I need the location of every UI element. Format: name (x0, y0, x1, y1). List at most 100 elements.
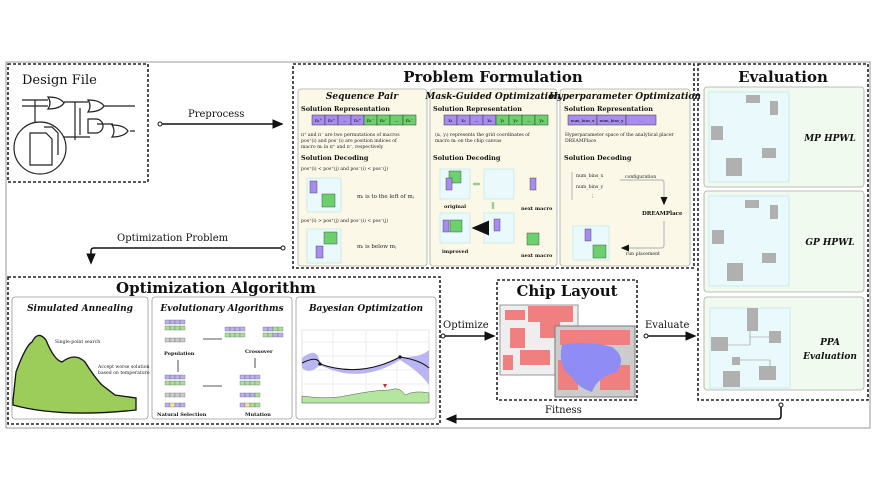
bo-observation (398, 355, 402, 359)
cell-label: π₁⁻ (367, 119, 375, 124)
hp-dec-heading: Solution Decoding (564, 154, 632, 162)
chromosome (164, 319, 186, 325)
sp-condition-2: pos⁺(i) > pos⁺(j) and pos⁻(i) < pos⁻(j) (301, 217, 388, 224)
optimization-problem-arrow (86, 247, 281, 265)
ea-title: Evolutionary Algorithms (159, 304, 283, 314)
chromosome (239, 392, 261, 398)
cell-label: ... (394, 119, 399, 124)
cell-label: x₂ (461, 119, 466, 124)
chip-layout-title: Chip Layout (516, 282, 617, 300)
sp-result-1: mᵢ is to the left of mⱼ (357, 194, 415, 200)
representation-cell: π₂⁻ (376, 114, 391, 126)
sp-rep-text: macro mᵢ in π⁺ and π⁻, respectively (301, 144, 384, 150)
bo-plot (301, 329, 430, 404)
chip-layout-box: Chip Layout (496, 279, 638, 401)
cell-label: πₙ⁻ (406, 119, 414, 124)
bo-next-point-marker (383, 384, 387, 388)
hp-param: ⋮ (590, 194, 595, 200)
macro-i (445, 177, 453, 191)
chromosome (164, 402, 186, 408)
cell-label: ... (474, 119, 479, 124)
sp-dec-heading: Solution Decoding (301, 154, 369, 162)
circuit-icon (13, 96, 135, 175)
ppa-macros (711, 308, 781, 387)
chromosome (239, 380, 261, 386)
optimization-algorithm-title: Optimization Algorithm (116, 279, 316, 297)
mg-next-macro-label: next macro (521, 206, 553, 212)
evaluate-arrow-start (643, 333, 649, 339)
optimize-arrow-start (440, 333, 446, 339)
representation-cell: ... (521, 114, 536, 126)
gp-hpwl-label: GP HPWL (805, 238, 854, 248)
bo-mean-curve (301, 356, 430, 371)
chromosome (239, 402, 261, 408)
mp-macros (711, 95, 778, 176)
mp-hpwl-label: MP HPWL (803, 134, 856, 144)
macro-j (449, 219, 463, 233)
sp-rep-text: pos⁺(i) and pos⁻(i) are position indices… (301, 137, 397, 144)
cell-label: πₙ⁺ (354, 118, 362, 124)
macro-i (309, 180, 318, 194)
evaluation-title: Evaluation (738, 68, 828, 86)
representation-cell: xₖ (482, 114, 497, 126)
problem-formulation-title: Problem Formulation (403, 68, 583, 86)
configuration-arrow (620, 179, 668, 206)
ea-crossover-label: Crossover (245, 349, 273, 355)
gp-macros (712, 200, 778, 281)
macro-j (592, 244, 607, 259)
mg-next-macro-label: next macro (521, 253, 553, 259)
mask-guided-title: Mask-Guided Optimization (424, 92, 560, 102)
chromosome (262, 326, 284, 332)
cell-label: π₁⁺ (315, 118, 323, 124)
optimization-algorithm-box: Optimization Algorithm Simulated Anneali… (7, 276, 441, 425)
representation-cell: y₁ (495, 114, 510, 126)
ea-population-label: Population (164, 351, 195, 357)
bo-observation (318, 362, 322, 366)
evaluate-label: Evaluate (645, 320, 690, 331)
hyperparameter-panel: Hyperparameter Optimization Solution Rep… (548, 88, 701, 267)
macro-j (323, 231, 338, 245)
representation-cell: ... (469, 114, 484, 126)
sa-title: Simulated Annealing (27, 304, 133, 314)
ppa-evaluation-label: Evaluation (802, 352, 857, 362)
representation-cell: x₂ (456, 114, 471, 126)
sp-rep-heading: Solution Representation (301, 105, 390, 113)
next-macro-purple (529, 177, 537, 191)
configuration-label: configuration (625, 174, 656, 180)
design-file-title: Design File (22, 73, 97, 88)
chip-2-region (560, 342, 621, 392)
hp-param: num_bins_x (576, 173, 604, 179)
mg-step-arrows (473, 182, 495, 228)
hp-rep-text: Hyperparameter space of the analytical p… (565, 132, 675, 138)
chromosome (262, 332, 284, 338)
sa-note: based on temperature (98, 370, 150, 376)
problem-formulation-box: Problem Formulation Sequence Pair Soluti… (292, 63, 701, 269)
representation-cell: num_bins_y (596, 114, 627, 126)
macro-i (493, 218, 501, 232)
representation-cell: ... (625, 114, 657, 126)
representation-cell: num_bins_x (567, 114, 598, 126)
chip-1-cells (503, 306, 573, 370)
macro-j (321, 193, 336, 208)
hp-rep-text: DREAMPlace (565, 138, 596, 144)
cell-label: x₁ (448, 119, 453, 124)
ea-selection-label: Natural Selection (157, 412, 207, 418)
macro-i (442, 219, 450, 233)
ea-cycle-arrows (177, 338, 256, 387)
representation-cell: ... (389, 114, 404, 126)
representation-cell: x₁ (443, 114, 458, 126)
ea-mutation-label: Mutation (245, 412, 271, 418)
next-macro-green (526, 232, 540, 246)
cell-label: xₖ (487, 119, 492, 124)
mg-grid-mask (483, 168, 515, 200)
sp-result-2: mᵢ is below mⱼ (357, 244, 397, 250)
bo-acquisition (301, 388, 430, 404)
sa-note: Accept worse solution (97, 364, 149, 370)
opt-problem-arrow-start (280, 245, 286, 251)
cell-label: ... (342, 119, 347, 124)
cell-label: π₂⁺ (328, 118, 336, 124)
fitness-label: Fitness (545, 405, 582, 416)
cell-label: π₂⁻ (380, 119, 388, 124)
representation-cell: πₙ⁻ (402, 114, 417, 126)
